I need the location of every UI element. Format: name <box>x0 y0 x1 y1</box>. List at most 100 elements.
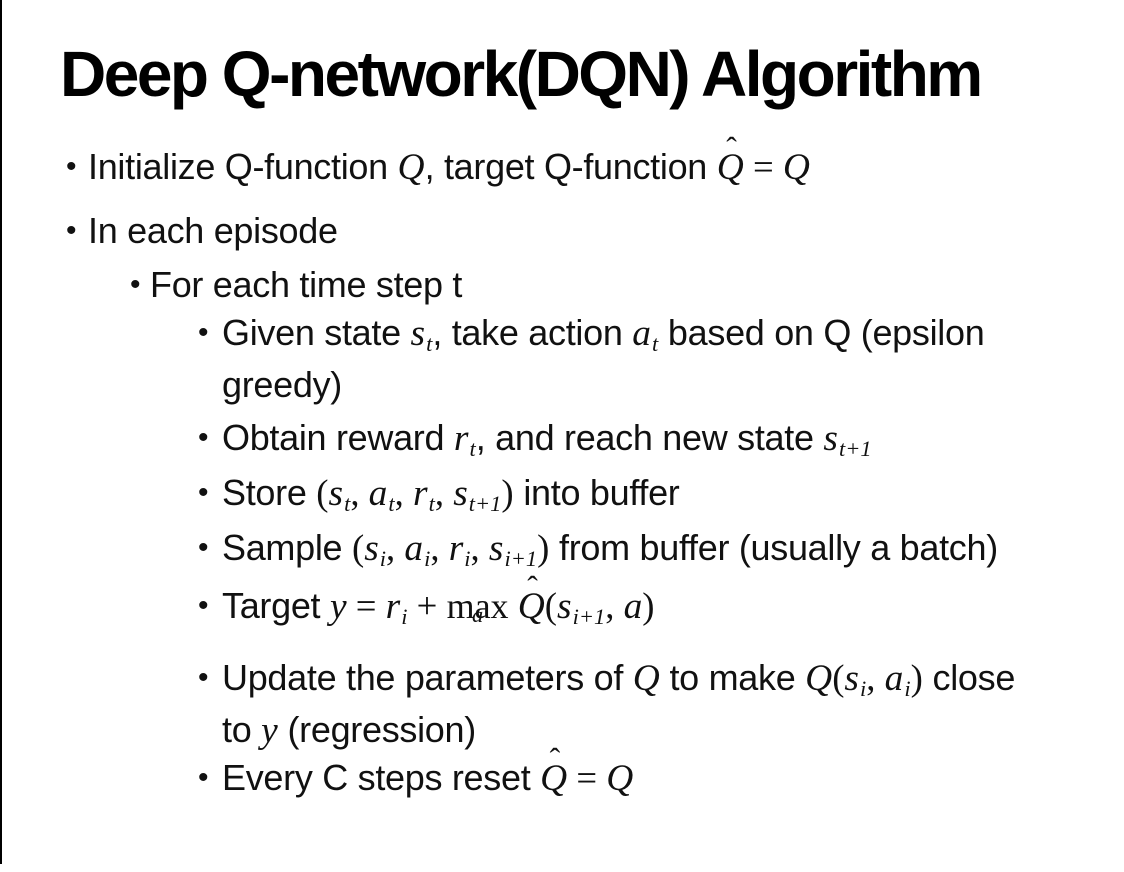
bullet-marker-icon: • <box>198 661 209 694</box>
math-var-with-subscript: ri <box>448 528 471 572</box>
math-var-with-subscript: at <box>632 313 659 357</box>
math-operator: = <box>743 146 783 187</box>
math-subscript: i+1 <box>504 546 538 572</box>
text-run: from buffer (usually a batch) <box>549 527 998 568</box>
math-operator: ) <box>537 527 550 568</box>
math-var-with-subscript: at <box>368 473 395 517</box>
bullet-text: In each episode <box>88 207 338 254</box>
bullet-item: •Obtain reward rt, and reach new state s… <box>0 414 1124 466</box>
math-var: Q <box>606 758 634 799</box>
math-operator: , <box>866 657 885 698</box>
bullet-item: •Sample (si, ai, ri, si+1) from buffer (… <box>0 524 1124 576</box>
text-run: Target <box>222 585 330 626</box>
math-operator: , <box>434 472 454 513</box>
bullet-marker-icon: • <box>198 421 209 454</box>
bullet-marker-icon: • <box>198 589 209 622</box>
bullet-text: For each time step t <box>150 261 462 308</box>
math-subscript: i <box>379 546 387 572</box>
math-var-with-subscript: st <box>328 473 351 517</box>
math-subscript: t <box>344 491 351 517</box>
math-operator: , <box>386 527 405 568</box>
hat-accent-icon: ˆ <box>549 742 561 778</box>
math-subscript: i+1 <box>572 604 606 630</box>
math-operator: ( <box>832 657 845 698</box>
math-subscript: t <box>469 436 476 462</box>
math-var: Q <box>632 658 660 699</box>
text-run: Every C steps reset <box>222 757 541 798</box>
math-operator: + <box>407 585 447 626</box>
text-run: Initialize Q-function <box>88 146 398 187</box>
bullet-item: • Given state st, take action at based on… <box>0 309 1124 408</box>
math-subscript: t <box>428 491 435 517</box>
math-operator: ( <box>544 585 558 626</box>
math-var: Q <box>397 147 425 188</box>
math-subscript: i <box>860 676 867 702</box>
math-subscript: i <box>464 546 471 572</box>
text-run: into buffer <box>513 472 680 513</box>
bullet-text: Update the parameters of Q to make Q(si,… <box>222 654 1015 754</box>
text-run: to <box>222 709 262 750</box>
bullet-marker-icon: • <box>66 214 77 247</box>
math-operator: ) <box>910 657 923 698</box>
bullet-text: Initialize Q-function Q, target Q-functi… <box>88 131 810 191</box>
math-subscript: t <box>651 331 659 357</box>
text-run: , take action <box>432 312 633 353</box>
text-run: close <box>922 657 1016 698</box>
math-operator: ) <box>642 585 655 626</box>
math-operator: ) <box>501 472 514 513</box>
bullet-text: Given state st, take action at based on … <box>222 309 985 408</box>
bullet-item: •Update the parameters of Q to make Q(si… <box>0 654 1124 754</box>
bullet-item: •Initialize Q-function Q, target Q-funct… <box>0 131 1124 191</box>
math-operator: , <box>470 527 489 568</box>
text-run: Sample <box>222 527 352 568</box>
hat-accent-icon: ˆ <box>726 131 737 167</box>
left-edge-line <box>0 0 2 864</box>
math-var: Q <box>782 147 810 188</box>
math-var-with-subscript: ai <box>404 528 431 572</box>
math-operator: , <box>394 472 413 513</box>
hat-accent-icon: ˆ <box>527 570 538 606</box>
text-run: to make <box>659 657 806 698</box>
text-run: , and reach new state <box>475 417 824 458</box>
bullet-marker-icon: • <box>198 761 209 794</box>
bullet-marker-icon: • <box>198 316 209 349</box>
math-var: y <box>261 710 278 751</box>
math-operator: , <box>350 472 369 513</box>
slide-title: Deep Q-network(DQN) Algorithm <box>60 38 983 110</box>
text-run: In each episode <box>88 210 338 251</box>
math-var-with-subscript: si <box>364 528 387 572</box>
math-operator: ( <box>351 527 365 568</box>
text-run: , target Q-function <box>424 146 717 187</box>
math-var-with-subscript: rt <box>413 473 435 517</box>
math-subscript: i <box>904 676 911 702</box>
bullet-marker-icon: • <box>198 476 209 509</box>
bullet-item: • In each episode <box>0 207 1124 254</box>
math-var-with-subscript: si+1 <box>488 528 538 572</box>
text-run: For each time step t <box>150 264 463 305</box>
math-operator <box>509 585 518 626</box>
math-subscript: i <box>424 546 431 572</box>
bullet-list: •Initialize Q-function Q, target Q-funct… <box>0 131 1124 802</box>
math-var: y <box>329 586 347 627</box>
math-subscript: t <box>388 491 395 517</box>
math-subscript: t <box>426 331 433 357</box>
text-run: Store <box>222 472 317 513</box>
bullet-item: •Store (st, at, rt, st+1) into buffer <box>0 469 1124 521</box>
text-run: Update the parameters of <box>222 657 633 698</box>
math-var-with-subscript: si <box>844 658 867 702</box>
math-var-with-subscript: ai <box>884 658 911 702</box>
math-var: Q <box>805 658 833 699</box>
bullet-item: •For each time step t <box>0 261 1124 308</box>
math-var-with-subscript: si+1 <box>557 586 606 630</box>
math-var-with-subscript: st+1 <box>453 473 502 517</box>
math-subscript: t+1 <box>838 436 872 462</box>
